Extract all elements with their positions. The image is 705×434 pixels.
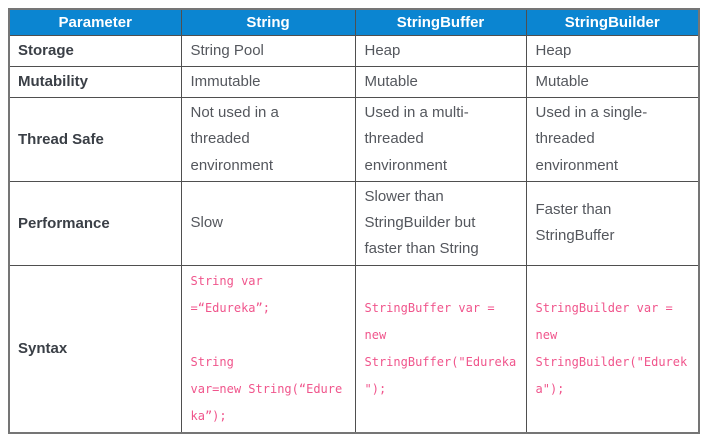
- cell-performance-string: Slow: [180, 180, 356, 266]
- comparison-table: Parameter String StringBuffer StringBuil…: [8, 8, 700, 434]
- table-row-thread-safe: Thread Safe Not used in a threaded envir…: [8, 97, 700, 182]
- cell-storage-stringbuffer: Heap: [354, 34, 527, 67]
- cell-thread-safe-stringbuffer: Used in a multi- threaded environment: [354, 97, 527, 182]
- cell-mutability-stringbuilder: Mutable: [525, 65, 700, 99]
- table-header-row: Parameter String StringBuffer StringBuil…: [8, 8, 700, 36]
- cell-performance-stringbuilder: Faster than StringBuffer: [525, 180, 700, 266]
- cell-performance-stringbuffer: Slower than StringBuilder but faster tha…: [354, 180, 527, 266]
- row-label-syntax: Syntax: [8, 264, 182, 433]
- cell-syntax-stringbuilder-code: StringBuilder var = new StringBuilder("E…: [525, 264, 700, 433]
- cell-thread-safe-stringbuilder: Used in a single- threaded environment: [525, 97, 700, 182]
- cell-thread-safe-string: Not used in a threaded environment: [180, 97, 356, 182]
- cell-mutability-stringbuffer: Mutable: [354, 65, 527, 99]
- cell-syntax-stringbuffer-code: StringBuffer var = new StringBuffer("Edu…: [354, 264, 527, 433]
- header-cell-string: String: [180, 8, 356, 36]
- table-row-storage: Storage String Pool Heap Heap: [8, 34, 700, 67]
- table-row-performance: Performance Slow Slower than StringBuild…: [8, 180, 700, 266]
- header-cell-stringbuilder: StringBuilder: [525, 8, 700, 36]
- header-cell-stringbuffer: StringBuffer: [354, 8, 527, 36]
- cell-syntax-string-code: String var =“Edureka”; String var=new St…: [180, 264, 356, 433]
- row-label-thread-safe: Thread Safe: [8, 97, 182, 182]
- header-cell-parameter: Parameter: [8, 8, 182, 36]
- cell-storage-stringbuilder: Heap: [525, 34, 700, 67]
- row-label-mutability: Mutability: [8, 65, 182, 99]
- table-row-mutability: Mutability Immutable Mutable Mutable: [8, 65, 700, 99]
- cell-storage-string: String Pool: [180, 34, 356, 67]
- table-row-syntax: Syntax String var =“Edureka”; String var…: [8, 264, 700, 433]
- row-label-storage: Storage: [8, 34, 182, 67]
- row-label-performance: Performance: [8, 180, 182, 266]
- cell-mutability-string: Immutable: [180, 65, 356, 99]
